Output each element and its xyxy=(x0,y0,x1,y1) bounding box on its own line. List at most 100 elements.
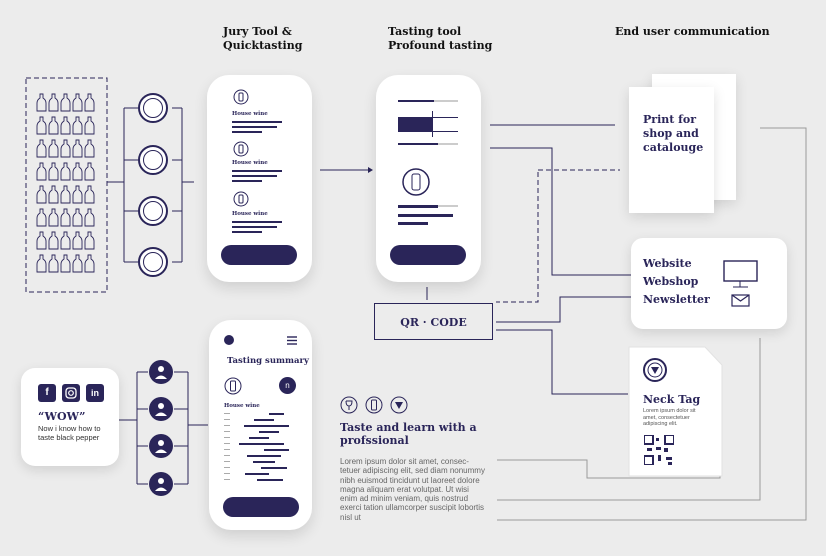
qr-code-icon xyxy=(644,435,674,465)
heading-tasting-tool: Tasting tool Profound tasting xyxy=(388,25,493,52)
webshop-label: Webshop xyxy=(643,275,699,288)
bottle-icon xyxy=(233,191,249,207)
bottle-icon xyxy=(36,185,47,204)
bottle-icon xyxy=(233,89,249,105)
summary-row-bar xyxy=(244,425,289,427)
wine-label: House wine xyxy=(232,211,268,217)
social-card: f in “WOW” Now i know how to taste black… xyxy=(21,368,119,466)
bottle-icon xyxy=(72,116,83,135)
neck-tag-body: Lorem ipsum dolor sit amet, consectetuer… xyxy=(643,408,696,427)
summary-row-marker xyxy=(224,467,230,468)
wine-label: House wine xyxy=(224,403,260,409)
wine-label: House wine xyxy=(232,160,268,166)
submit-button[interactable] xyxy=(221,245,297,265)
bottle-icon xyxy=(84,162,95,181)
tasting-connectors xyxy=(426,124,632,395)
facebook-icon[interactable]: f xyxy=(38,384,56,402)
bottle-icon xyxy=(84,93,95,112)
bottle-icon xyxy=(36,231,47,250)
summary-row-marker xyxy=(224,449,230,450)
summary-row-marker xyxy=(224,479,230,480)
grape-icon xyxy=(643,358,667,382)
bottle-icon xyxy=(224,377,242,395)
bottle-icon xyxy=(48,116,59,135)
juror-avatar xyxy=(138,145,168,175)
bottle-icon xyxy=(60,231,71,250)
bottle-icon xyxy=(72,208,83,227)
bottle-icon xyxy=(84,254,95,273)
jury-phone: House wine House wine House wine xyxy=(207,75,312,282)
heading-end-user: End user communication xyxy=(615,25,770,38)
newsletter-label: Newsletter xyxy=(643,293,710,306)
heading-jury-tool: Jury Tool & Quicktasting xyxy=(223,25,303,52)
bottle-icon xyxy=(36,208,47,227)
bottle-icon xyxy=(72,162,83,181)
summary-row-marker xyxy=(224,425,230,426)
web-card: Website Webshop Newsletter xyxy=(631,238,787,329)
website-label: Website xyxy=(643,257,692,270)
summary-row-bar xyxy=(245,473,269,475)
summary-row-marker xyxy=(224,413,230,414)
juror-avatar xyxy=(138,196,168,226)
grey-connectors xyxy=(497,127,807,521)
menu-icon[interactable] xyxy=(287,336,297,345)
bottle-icon xyxy=(48,208,59,227)
summary-phone: Tasting summary n House wine xyxy=(209,320,312,530)
bottle-icon xyxy=(48,139,59,158)
juror-avatar xyxy=(138,93,168,123)
print-card: Print for shop and catalouge xyxy=(629,87,714,213)
bottle-icon xyxy=(36,254,47,273)
tasting-phone xyxy=(376,75,481,282)
wine-label: House wine xyxy=(232,111,268,117)
bottle-icon xyxy=(60,93,71,112)
bottle-icon xyxy=(48,254,59,273)
bottle-icon xyxy=(36,116,47,135)
summary-row-bar xyxy=(259,431,279,433)
summary-row-bar xyxy=(264,449,289,451)
bottle-icon xyxy=(72,254,83,273)
bottle-icon xyxy=(60,208,71,227)
bottle-icon xyxy=(48,162,59,181)
instagram-icon[interactable] xyxy=(62,384,80,402)
bottle-icon xyxy=(48,185,59,204)
summary-row-bar xyxy=(239,443,284,445)
submit-button[interactable] xyxy=(390,245,466,265)
bottle-icon xyxy=(72,231,83,250)
bottle-icon xyxy=(36,162,47,181)
profile-icon[interactable] xyxy=(224,335,234,345)
summary-row-marker xyxy=(224,461,230,462)
bottle-icon xyxy=(60,116,71,135)
user-avatar xyxy=(149,397,173,421)
print-card-title: Print for shop and catalouge xyxy=(643,113,704,154)
summary-badge: n xyxy=(279,377,296,394)
summary-row-marker xyxy=(224,431,230,432)
juror-avatar xyxy=(138,247,168,277)
bottle-icon xyxy=(402,168,430,196)
bottle-icon xyxy=(84,185,95,204)
wow-quote: “WOW” xyxy=(38,410,86,423)
summary-row-marker xyxy=(224,455,230,456)
bottle-icon xyxy=(36,139,47,158)
bottle-icon xyxy=(84,116,95,135)
bottle-icon xyxy=(48,231,59,250)
learn-title: Taste and learn with a profssional xyxy=(340,421,477,447)
summary-title: Tasting summary xyxy=(227,356,309,366)
summary-row-bar xyxy=(261,467,287,469)
tasting-icons xyxy=(340,396,408,414)
envelope-icon xyxy=(731,294,750,307)
linkedin-icon[interactable]: in xyxy=(86,384,104,402)
bottle-grid-frame xyxy=(25,77,108,293)
summary-row-marker xyxy=(224,437,230,438)
bottle-icon xyxy=(48,93,59,112)
user-avatar xyxy=(149,434,173,458)
bottle-icon xyxy=(60,254,71,273)
user-avatar xyxy=(149,472,173,496)
bottle-icon xyxy=(36,93,47,112)
social-tree xyxy=(118,371,208,485)
submit-button[interactable] xyxy=(223,497,299,517)
summary-row-marker xyxy=(224,443,230,444)
summary-row-marker xyxy=(224,419,230,420)
bottle-icon xyxy=(84,208,95,227)
summary-row-bar xyxy=(269,413,284,415)
